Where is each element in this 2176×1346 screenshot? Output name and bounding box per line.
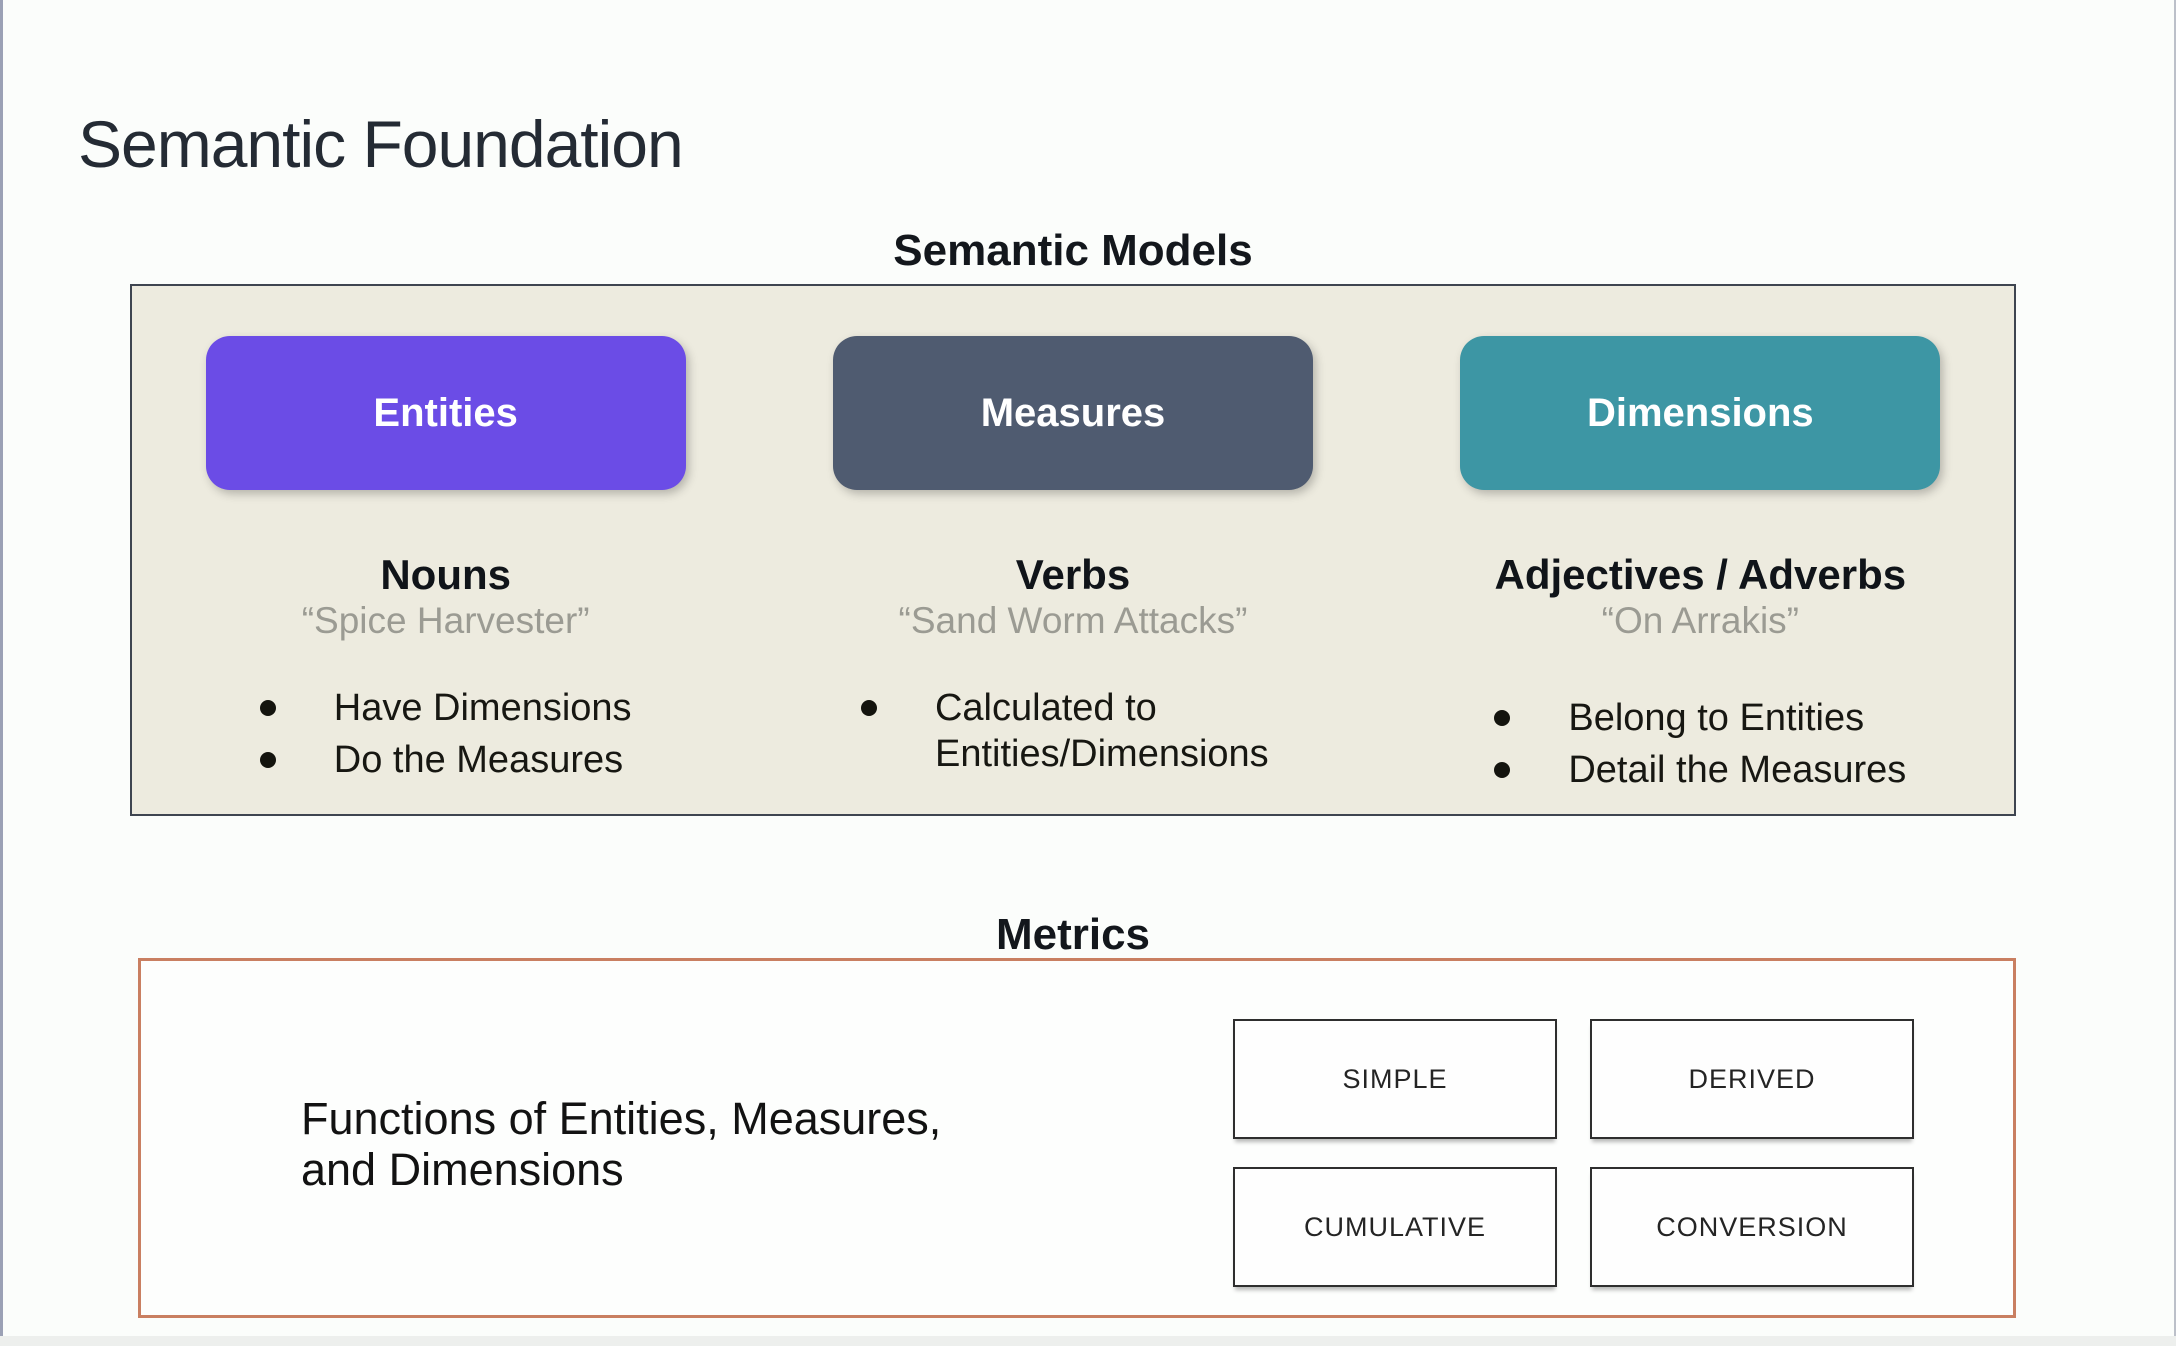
bullet-text: Do the Measures: [333, 738, 624, 781]
bullet-dot-icon: [259, 751, 276, 768]
measures-role-label: Verbs: [1015, 551, 1131, 598]
bullet-text: Detail the Measures: [1568, 748, 1907, 791]
entities-bullet-list: Have Dimensions Do the Measures: [259, 686, 632, 789]
list-item: Detail the Measures: [1494, 748, 1906, 794]
bullet-dot-icon: [1494, 710, 1511, 727]
semantic-models-heading: Semantic Models: [893, 226, 1253, 275]
metric-type-simple: SIMPLE: [1233, 1019, 1557, 1139]
bullet-text: Belong to Entities: [1568, 697, 1865, 740]
metric-types-grid: SIMPLE DERIVED CUMULATIVE CONVERSION: [1233, 1019, 1914, 1287]
measures-column: Measures Verbs “Sand Worm Attacks” Calcu…: [759, 336, 1386, 814]
dimensions-example-quote: “On Arrakis”: [1601, 600, 1799, 642]
entities-column: Entities Nouns “Spice Harvester” Have Di…: [132, 336, 759, 814]
slide-title: Semantic Foundation: [78, 107, 684, 182]
semantic-models-panel: Entities Nouns “Spice Harvester” Have Di…: [130, 284, 2016, 816]
bullet-text: Calculated to Entities/Dimensions: [934, 687, 1269, 775]
slide-left-edge: [0, 0, 3, 1346]
list-item: Calculated to Entities/Dimensions: [860, 686, 1285, 777]
dimensions-column: Dimensions Adjectives / Adverbs “On Arra…: [1387, 336, 2014, 814]
metric-type-conversion: CONVERSION: [1590, 1167, 1914, 1287]
list-item: Have Dimensions: [259, 686, 632, 732]
metrics-description-line1: Functions of Entities, Measures,: [301, 1093, 942, 1144]
list-item: Do the Measures: [259, 738, 632, 784]
metrics-description: Functions of Entities, Measures, and Dim…: [301, 1093, 941, 1196]
entities-example-quote: “Spice Harvester”: [301, 600, 590, 642]
entities-pill: Entities: [205, 336, 686, 490]
slide-right-edge: [2174, 0, 2176, 1346]
bullet-dot-icon: [259, 700, 276, 717]
metrics-description-line2: and Dimensions: [301, 1144, 624, 1196]
metric-type-cumulative: CUMULATIVE: [1233, 1167, 1557, 1287]
bullet-dot-icon: [860, 700, 877, 717]
list-item: Belong to Entities: [1494, 696, 1906, 742]
bullet-text: Have Dimensions: [333, 687, 632, 730]
metrics-panel: Functions of Entities, Measures, and Dim…: [138, 958, 2016, 1318]
bullet-dot-icon: [1494, 761, 1511, 778]
entities-role-label: Nouns: [380, 551, 511, 598]
slide-bottom-edge: [0, 1336, 2176, 1346]
dimensions-bullet-list: Belong to Entities Detail the Measures: [1494, 696, 1906, 799]
measures-example-quote: “Sand Worm Attacks”: [898, 600, 1248, 642]
measures-pill: Measures: [832, 336, 1313, 490]
measures-bullet-list: Calculated to Entities/Dimensions: [860, 686, 1285, 783]
metrics-heading: Metrics: [995, 910, 1151, 959]
dimensions-pill: Dimensions: [1460, 336, 1941, 490]
metric-type-derived: DERIVED: [1590, 1019, 1914, 1139]
dimensions-role-label: Adjectives / Adverbs: [1494, 551, 1907, 598]
